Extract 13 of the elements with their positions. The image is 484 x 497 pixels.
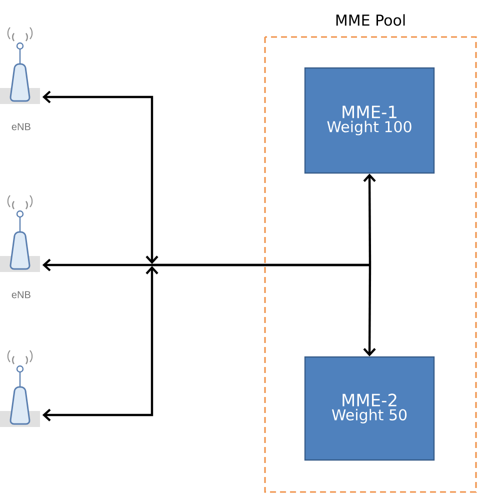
- node-label: eNB: [12, 123, 30, 130]
- arrow: [42, 266, 158, 422]
- server-box: MME-1 Weight 100: [304, 67, 435, 174]
- base-station-drawing: [0, 350, 40, 427]
- base-station: eNB: [0, 194, 40, 298]
- server-box: MME-2 Weight 50: [304, 356, 435, 461]
- arrow: [42, 258, 370, 272]
- arrow: [363, 265, 376, 356]
- node-label: eNB: [12, 291, 30, 298]
- base-station: eNB: [0, 26, 40, 130]
- node-label: MME Pool: [336, 14, 405, 26]
- arrow: [363, 174, 376, 266]
- arrow: [42, 90, 158, 264]
